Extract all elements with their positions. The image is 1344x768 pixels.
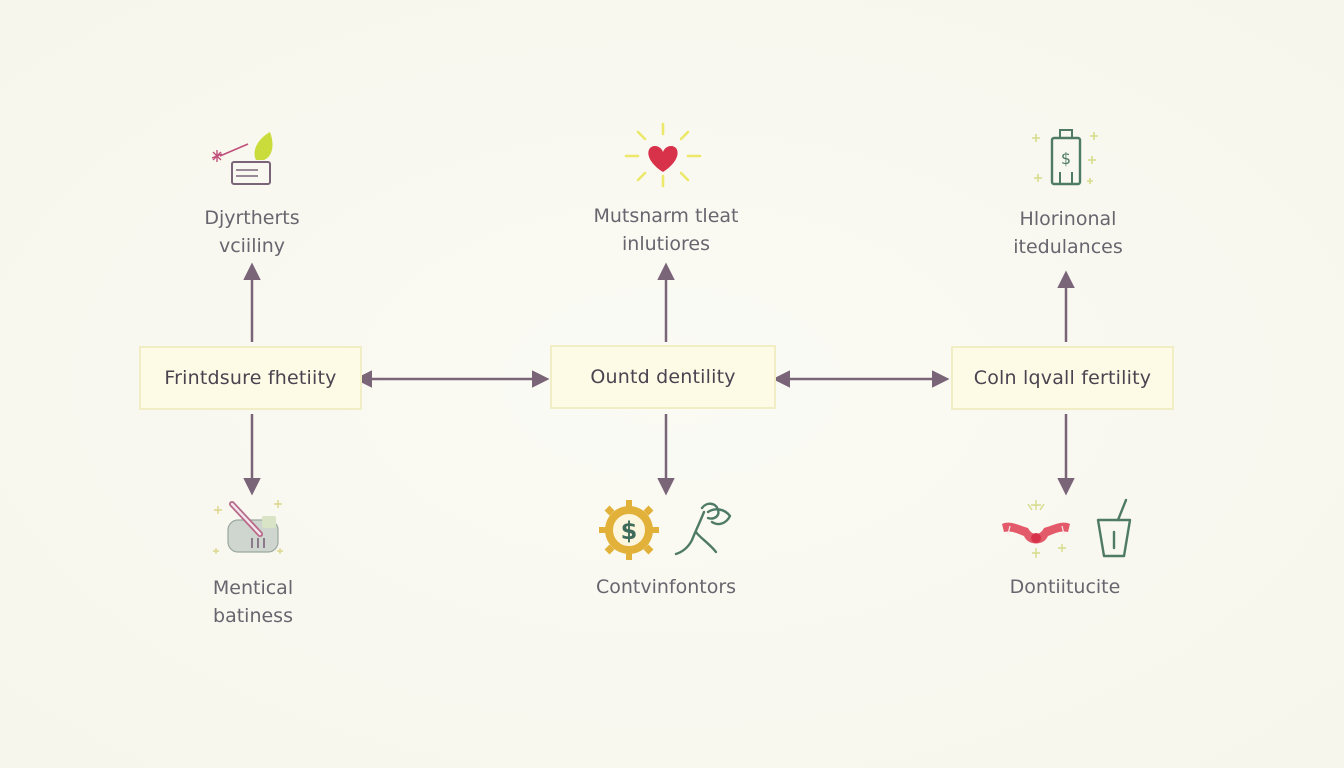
label-bottom-right: Dontiitucite (1009, 576, 1121, 598)
label-top-right: Hlorinonal itedulances (1013, 208, 1123, 258)
lantern-dollar-icon: $ (1032, 129, 1098, 186)
label-top-left: Djyrtherts vciiliny (204, 207, 300, 257)
label-bottom-center: Contvinfontors (595, 576, 737, 598)
node-left[interactable]: Frintdsure fhetiity (139, 346, 362, 410)
walking-figure-icon (674, 502, 732, 556)
dollar-gear-icon: $ (599, 500, 659, 560)
node-center[interactable]: Ountd dentility (550, 345, 776, 409)
svg-text:$: $ (1061, 149, 1071, 168)
uterus-icon (1002, 500, 1070, 558)
glass-icon (1096, 498, 1132, 558)
node-right[interactable]: Coln lqvall fertility (951, 346, 1174, 410)
leaf-and-tray-icon (211, 132, 273, 185)
label-top-center: Mutsnarm tleat inlutiores (593, 205, 739, 255)
svg-text:$: $ (621, 517, 638, 545)
label-bottom-left: Mentical batiness (212, 577, 294, 627)
glowing-heart-icon (624, 122, 702, 188)
medical-kit-icon (213, 500, 283, 554)
